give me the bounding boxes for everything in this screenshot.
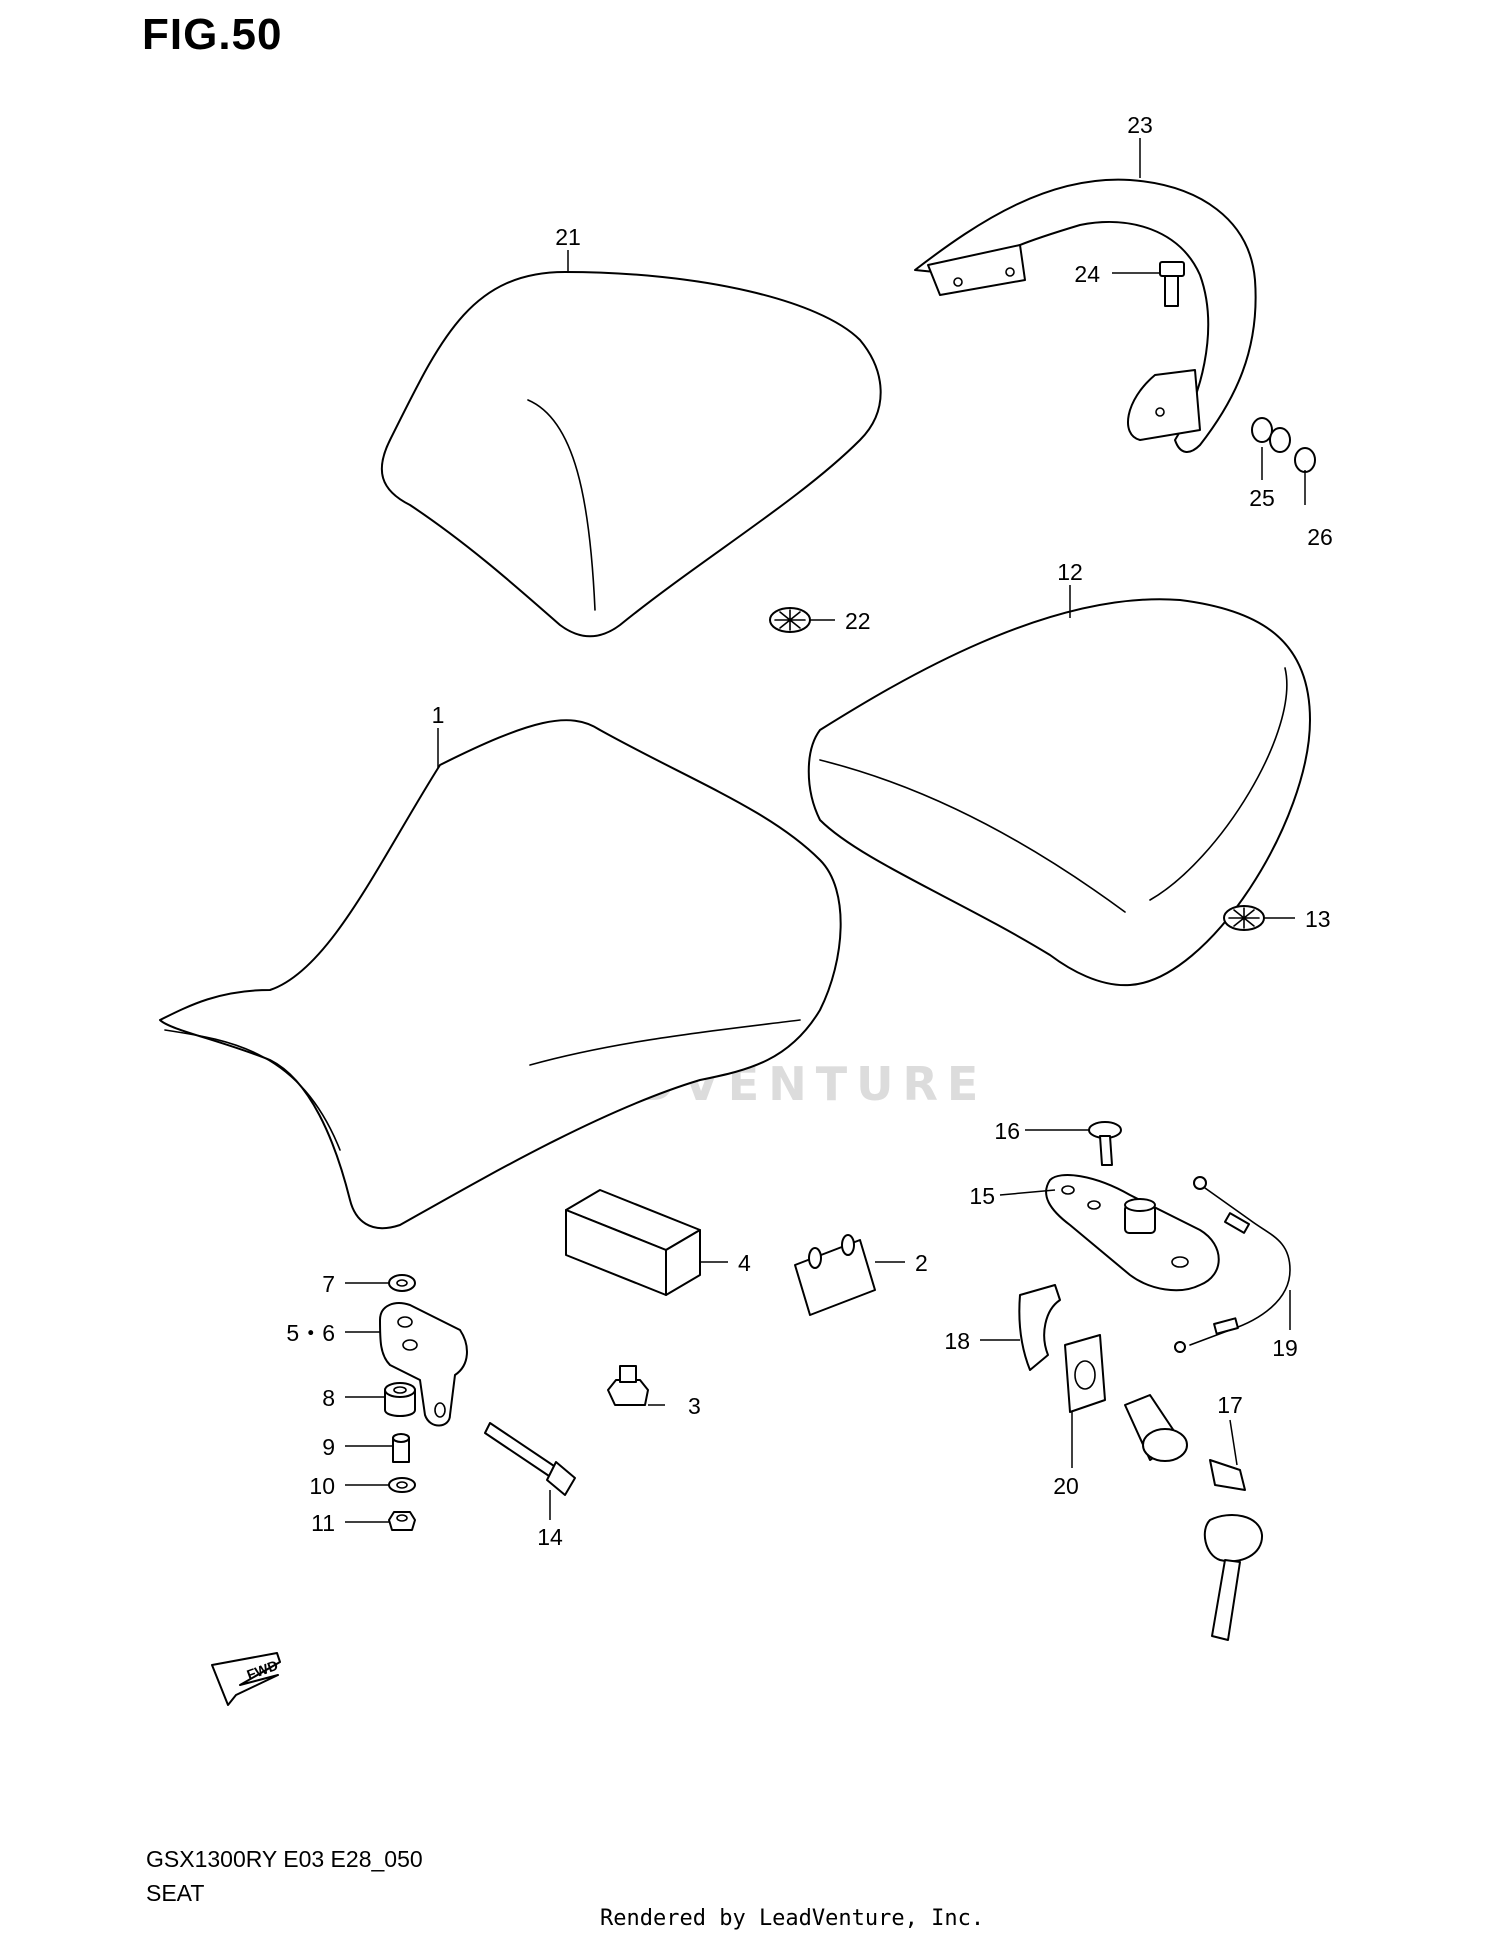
part-11-nut[interactable] xyxy=(388,1511,416,1531)
callout-8: 8 xyxy=(322,1385,335,1411)
callout-1: 1 xyxy=(432,702,445,728)
callout-23: 23 xyxy=(1127,112,1153,138)
part-10-washer[interactable] xyxy=(388,1477,416,1493)
callout-26: 26 xyxy=(1307,524,1333,550)
part-18-spring-clip[interactable] xyxy=(1018,1284,1061,1371)
part-2-cushion[interactable] xyxy=(794,1234,876,1316)
callout-2: 2 xyxy=(915,1250,928,1276)
callout-17: 17 xyxy=(1217,1392,1243,1418)
callout-21: 21 xyxy=(555,224,581,250)
part-21-seat-cover[interactable] xyxy=(380,271,882,638)
part-15-lock-plate[interactable] xyxy=(1045,1174,1220,1292)
callout-15: 15 xyxy=(969,1183,995,1209)
part-14-bolt[interactable] xyxy=(484,1422,576,1496)
part-25-grommet[interactable] xyxy=(1251,417,1291,453)
part-3-rubber-stop[interactable] xyxy=(607,1365,649,1406)
part-23-grab-rail[interactable] xyxy=(914,178,1257,453)
part-19-cable[interactable] xyxy=(1174,1176,1291,1353)
callouts: 21 12 1 23 24 25 26 22 13 4 2 3 7 5・6 8 … xyxy=(286,112,1332,1550)
section-name: SEAT xyxy=(146,1880,205,1906)
part-7-washer[interactable] xyxy=(388,1274,416,1292)
part-1-main-seat[interactable] xyxy=(159,719,842,1230)
part-24-bolt[interactable] xyxy=(1159,261,1185,307)
part-22-clip[interactable] xyxy=(769,607,811,633)
part-20-plate[interactable] xyxy=(1064,1334,1106,1413)
model-code: GSX1300RY E03 E28_050 xyxy=(146,1846,423,1872)
part-16-screw[interactable] xyxy=(1088,1121,1122,1166)
part-13-clip[interactable] xyxy=(1223,905,1265,931)
part-4-foam-block[interactable] xyxy=(565,1189,701,1296)
part-8-bushing[interactable] xyxy=(384,1382,416,1417)
callout-16: 16 xyxy=(994,1118,1020,1144)
fwd-arrow: FWD xyxy=(211,1652,281,1706)
part-17-lock-and-key[interactable] xyxy=(1124,1394,1264,1641)
callout-18: 18 xyxy=(944,1328,970,1354)
callout-3: 3 xyxy=(688,1393,701,1419)
callout-13: 13 xyxy=(1305,906,1331,932)
callout-9: 9 xyxy=(322,1434,335,1460)
callout-5-6: 5・6 xyxy=(286,1320,335,1346)
callout-19: 19 xyxy=(1272,1335,1298,1361)
leader-lines xyxy=(345,138,1306,1523)
callout-14: 14 xyxy=(537,1524,563,1550)
rendered-by-credit: Rendered by LeadVenture, Inc. xyxy=(600,1906,985,1931)
callout-7: 7 xyxy=(322,1271,335,1297)
callout-12: 12 xyxy=(1057,559,1083,585)
callout-20: 20 xyxy=(1053,1473,1079,1499)
callout-25: 25 xyxy=(1249,485,1275,511)
part-26-cap[interactable] xyxy=(1294,447,1316,473)
callout-4: 4 xyxy=(738,1250,751,1276)
callout-24: 24 xyxy=(1074,261,1100,287)
part-5-6-bracket[interactable] xyxy=(379,1302,468,1427)
figure-title: FIG.50 xyxy=(142,10,283,59)
part-9-collar[interactable] xyxy=(392,1433,410,1463)
callout-10: 10 xyxy=(309,1473,335,1499)
callout-22: 22 xyxy=(845,608,871,634)
callout-11: 11 xyxy=(311,1510,335,1536)
